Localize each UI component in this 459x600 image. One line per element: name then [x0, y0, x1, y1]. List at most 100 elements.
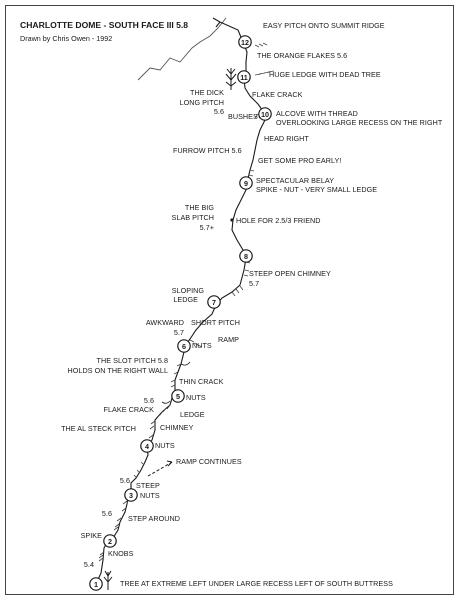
label-furrow-pitch: FURROW PITCH 5.6 — [173, 146, 242, 155]
belay-circle — [258, 107, 272, 121]
label-head-right: HEAD RIGHT — [264, 134, 309, 143]
belay-number: 7 — [212, 298, 216, 307]
ramp-continues-line — [147, 461, 173, 477]
label-bushes: BUSHES — [228, 112, 258, 121]
label-the-dick: THE DICK — [190, 88, 224, 97]
belay-number: 6 — [182, 342, 186, 351]
belay-number: 8 — [244, 252, 248, 261]
label-big-slab-2: SLAB PITCH — [171, 213, 214, 222]
label-chimney-upper: STEEP OPEN CHIMNEY — [249, 269, 331, 278]
page-title: CHARLOTTE DOME - SOUTH FACE III 5.8 — [20, 20, 189, 30]
flake-marks — [161, 361, 191, 404]
label-hole: HOLE FOR 2.5/3 FRIEND — [236, 216, 321, 225]
belay-circle — [103, 534, 117, 548]
label-nuts-6: NUTS — [192, 341, 212, 350]
label-orange-flakes: THE ORANGE FLAKES 5.6 — [257, 51, 348, 60]
belay-circle — [207, 295, 221, 309]
label-long-pitch-grade: 5.6 — [213, 107, 224, 116]
label-chimney-grade: 5.7 — [249, 279, 260, 288]
label-flake-crack-lower: FLAKE CRACK — [103, 405, 154, 414]
label-steep: STEEP — [136, 481, 160, 490]
belay-circle — [239, 249, 253, 263]
tree-icon — [103, 570, 113, 590]
label-flake-crack-upper: FLAKE CRACK — [252, 90, 303, 99]
belay-number: 2 — [108, 537, 112, 546]
belay-10: 10 — [258, 107, 272, 121]
belay-circle — [171, 389, 185, 403]
label-nuts-3: NUTS — [140, 491, 160, 500]
belay-1: 1 — [89, 577, 103, 591]
belay-number: 4 — [145, 442, 149, 451]
belay-8: 8 — [239, 249, 253, 263]
belay-number: 11 — [240, 73, 248, 82]
belay-circle — [239, 176, 253, 190]
tree-icon — [225, 68, 237, 90]
label-chimney-lower: CHIMNEY — [160, 423, 194, 432]
belay-12: 12 — [238, 35, 252, 49]
label-al-steck: THE AL STECK PITCH — [61, 424, 136, 433]
arrow-icon — [212, 17, 221, 28]
belay-11: 11 — [237, 70, 251, 84]
belay-circle — [177, 339, 191, 353]
label-sloping: SLOPING — [171, 286, 204, 295]
label-thin-crack: THIN CRACK — [179, 377, 224, 386]
page-subtitle: Drawn by Chris Owen - 1992 — [20, 34, 113, 43]
belay-circle — [237, 70, 251, 84]
label-ramp-6: RAMP — [218, 335, 239, 344]
route-line — [95, 21, 266, 585]
label-knobs-grade: 5.4 — [83, 560, 94, 569]
belay-circle — [124, 488, 138, 502]
label-ramp-continues: RAMP CONTINUES — [176, 457, 242, 466]
label-nuts-4: NUTS — [155, 441, 175, 450]
belay-2: 2 — [103, 534, 117, 548]
belay-circle — [238, 35, 252, 49]
label-alcove-1: ALCOVE WITH THREAD — [276, 109, 358, 118]
label-step-grade: 5.6 — [101, 509, 112, 518]
label-holds: HOLDS ON THE RIGHT WALL — [67, 366, 168, 375]
label-spike: SPIKE — [80, 531, 102, 540]
belay-circle — [140, 439, 154, 453]
label-long-pitch: LONG PITCH — [179, 98, 224, 107]
label-huge-ledge: HUGE LEDGE WITH DEAD TREE — [269, 70, 381, 79]
label-tree-bottom: TREE AT EXTREME LEFT UNDER LARGE RECESS … — [120, 579, 393, 588]
label-ledge-top: LEDGE — [173, 295, 198, 304]
belay-number: 3 — [129, 491, 133, 500]
label-awkward: AWKWARD — [145, 318, 184, 327]
belay-circle — [89, 577, 103, 591]
belay-number: 10 — [261, 110, 269, 119]
belay-9: 9 — [239, 176, 253, 190]
label-pro-early: GET SOME PRO EARLY! — [258, 156, 342, 165]
piton-icon — [230, 218, 234, 222]
belay-3: 3 — [124, 488, 138, 502]
label-steep-grade: 5.6 — [119, 476, 130, 485]
belay-5: 5 — [171, 389, 185, 403]
label-belay9-1: SPECTACULAR BELAY — [256, 176, 335, 185]
label-short-pitch: SHORT PITCH — [191, 318, 241, 327]
belay-number: 12 — [241, 38, 249, 47]
belay-4: 4 — [140, 439, 154, 453]
belay-number: 9 — [244, 179, 248, 188]
label-slot-pitch: THE SLOT PITCH 5.8 — [96, 356, 168, 365]
label-ledge: LEDGE — [180, 410, 205, 419]
label-flake-grade: 5.6 — [143, 396, 154, 405]
belay-7: 7 — [207, 295, 221, 309]
label-belay9-2: SPIKE - NUT - VERY SMALL LEDGE — [256, 185, 378, 194]
label-big-slab-1: THE BIG — [184, 203, 214, 212]
arrow-icon — [166, 460, 173, 467]
label-big-slab-grade: 5.7+ — [199, 223, 214, 232]
label-step-around: STEP AROUND — [128, 514, 180, 523]
belay-6: 6 — [177, 339, 191, 353]
label-easy-pitch: EASY PITCH ONTO SUMMIT RIDGE — [263, 21, 385, 30]
ledge-hatching — [98, 42, 275, 562]
summit-ridge-line — [137, 17, 227, 81]
label-awkward-grade: 5.7 — [173, 328, 184, 337]
belay-number: 5 — [176, 392, 180, 401]
label-knobs: KNOBS — [108, 549, 134, 558]
page-border — [5, 5, 454, 595]
belay-number: 1 — [94, 580, 98, 589]
label-nuts-5: NUTS — [186, 393, 206, 402]
label-alcove-2: OVERLOOKING LARGE RECESS ON THE RIGHT — [276, 118, 443, 127]
